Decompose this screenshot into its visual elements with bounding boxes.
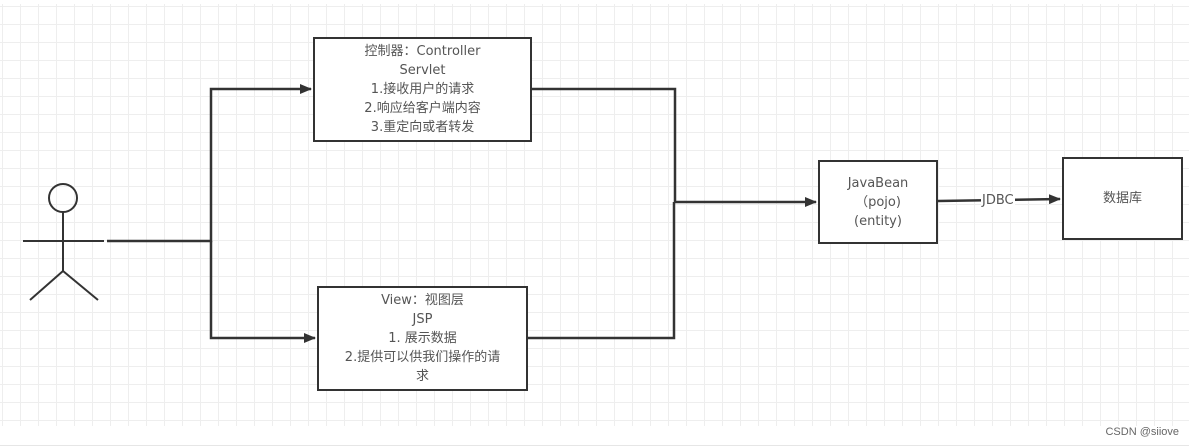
controller-duty-1: 1.接收用户的请求	[370, 82, 475, 97]
controller-subtitle: Servlet	[399, 63, 446, 78]
view-to-junction-edge	[528, 202, 676, 340]
grid-canvas	[0, 4, 1189, 426]
actor-to-controller-edge	[107, 84, 312, 243]
database-box[interactable]: 数据库	[1062, 157, 1183, 240]
controller-box[interactable]: 控制器：Controller Servlet 1.接收用户的请求 2.响应给客户…	[313, 37, 532, 142]
view-duty-2-cont: 求	[415, 369, 429, 384]
view-subtitle: JSP	[412, 312, 433, 327]
jdbc-edge-label: JDBC	[981, 192, 1015, 210]
watermark: CSDN @siiove	[1105, 426, 1179, 438]
javabean-box[interactable]: JavaBean （pojo) (entity)	[818, 160, 938, 244]
controller-duty-2: 2.响应给客户端内容	[364, 101, 481, 116]
view-duty-1: 1. 展示数据	[388, 331, 457, 346]
view-title: View：视图层	[381, 293, 464, 308]
controller-title: 控制器：Controller	[364, 44, 481, 59]
controller-duty-3: 3.重定向或者转发	[370, 120, 475, 135]
view-box[interactable]: View：视图层 JSP 1. 展示数据 2.提供可以供我们操作的请 求	[317, 286, 528, 391]
javabean-entity: (entity)	[854, 213, 902, 229]
database-title: 数据库	[1102, 191, 1142, 206]
view-duty-2: 2.提供可以供我们操作的请	[344, 350, 501, 365]
actor-icon[interactable]	[23, 183, 104, 301]
footer-divider	[0, 445, 1189, 446]
actor-to-view-edge	[209, 241, 316, 343]
javabean-pojo: （pojo)	[855, 194, 901, 210]
controller-to-junction-edge	[532, 87, 677, 202]
javabean-title: JavaBean	[847, 175, 909, 191]
